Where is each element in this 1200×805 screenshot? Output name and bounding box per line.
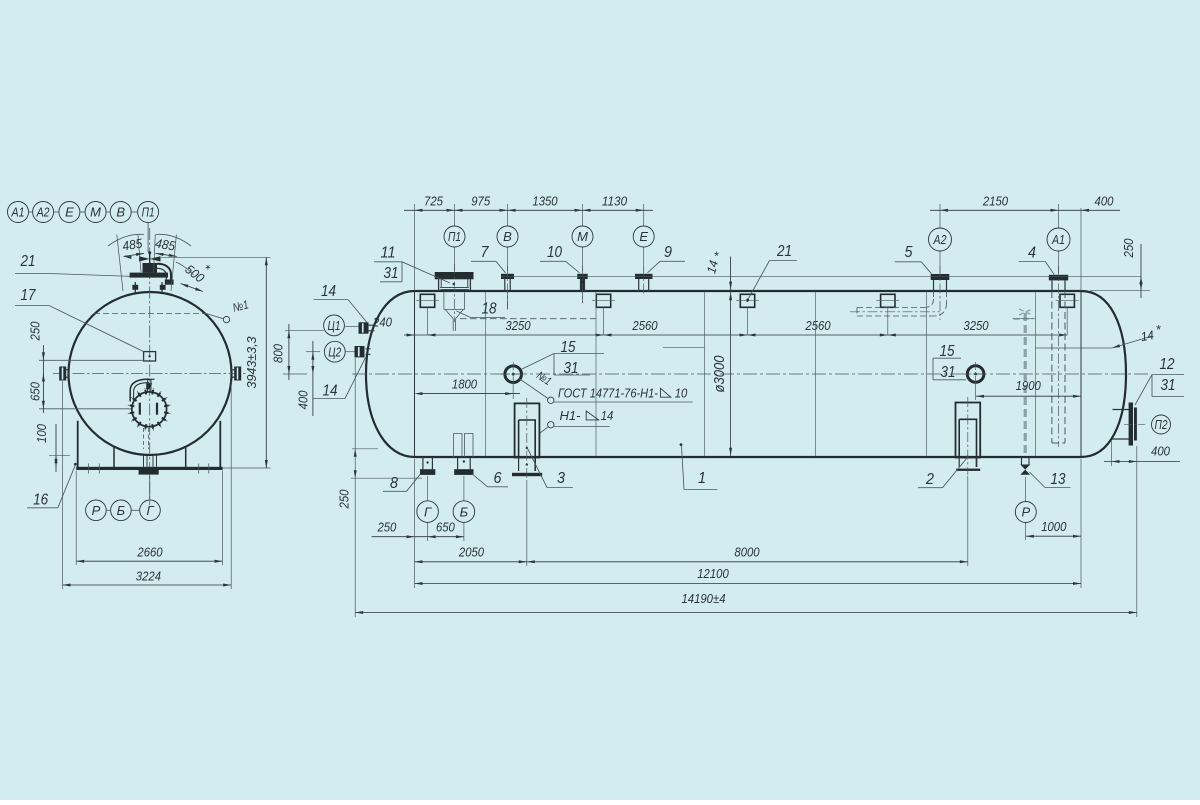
svg-text:725: 725	[424, 193, 444, 208]
svg-text:Ц2: Ц2	[328, 344, 342, 359]
svg-text:П1: П1	[448, 229, 461, 244]
svg-text:3224: 3224	[136, 569, 161, 584]
svg-text:15: 15	[940, 343, 955, 360]
svg-text:1900: 1900	[1016, 378, 1042, 393]
svg-text:1: 1	[698, 470, 706, 487]
svg-text:240: 240	[372, 315, 392, 330]
svg-text:18: 18	[482, 301, 497, 318]
svg-text:ø3000: ø3000	[712, 356, 728, 393]
svg-text:21: 21	[20, 253, 36, 270]
svg-text:Ц1: Ц1	[328, 318, 341, 333]
svg-text:31: 31	[564, 360, 579, 377]
svg-text:17: 17	[21, 287, 37, 304]
svg-text:Е: Е	[65, 205, 74, 220]
svg-text:250: 250	[377, 520, 397, 535]
svg-text:Н1-: Н1-	[560, 408, 582, 423]
svg-text:1800: 1800	[452, 377, 478, 392]
svg-text:2660: 2660	[137, 545, 164, 560]
svg-text:ГОСТ 14771-76-Н1-: ГОСТ 14771-76-Н1-	[558, 385, 659, 400]
svg-text:14: 14	[321, 283, 336, 300]
svg-text:М: М	[577, 229, 588, 244]
svg-text:485: 485	[121, 235, 144, 253]
svg-text:31: 31	[384, 265, 399, 282]
svg-text:А2: А2	[36, 205, 50, 220]
svg-text:975: 975	[471, 193, 491, 208]
svg-text:Г: Г	[424, 504, 432, 519]
svg-text:Е: Е	[639, 229, 648, 244]
svg-text:А1: А1	[1051, 232, 1065, 247]
svg-text:2150: 2150	[982, 193, 1009, 208]
svg-text:1000: 1000	[1041, 519, 1067, 534]
svg-text:10: 10	[675, 385, 688, 400]
svg-text:9: 9	[664, 244, 672, 261]
svg-text:А1: А1	[11, 205, 25, 220]
svg-text:7: 7	[481, 244, 490, 261]
svg-text:14: 14	[601, 408, 614, 423]
svg-text:10: 10	[547, 244, 562, 261]
svg-text:П2: П2	[1155, 417, 1169, 432]
svg-text:1350: 1350	[532, 193, 558, 208]
svg-text:3: 3	[557, 470, 565, 487]
svg-text:3250: 3250	[505, 318, 531, 333]
svg-text:400: 400	[1095, 193, 1115, 208]
svg-text:250: 250	[29, 321, 43, 341]
svg-text:Р: Р	[1021, 505, 1030, 520]
svg-text:М: М	[90, 205, 101, 220]
svg-text:11: 11	[381, 245, 396, 262]
svg-text:12100: 12100	[697, 566, 729, 581]
svg-text:485: 485	[154, 236, 177, 254]
svg-text:Б: Б	[117, 503, 126, 518]
svg-text:5: 5	[905, 244, 913, 261]
svg-text:31: 31	[941, 364, 956, 381]
svg-text:4: 4	[1028, 245, 1036, 262]
svg-text:2560: 2560	[632, 318, 659, 333]
svg-text:2: 2	[925, 471, 934, 488]
svg-text:650: 650	[436, 520, 456, 535]
svg-text:Г: Г	[146, 503, 154, 518]
svg-text:1130: 1130	[602, 193, 628, 208]
svg-text:14: 14	[323, 383, 338, 400]
svg-text:400: 400	[297, 390, 311, 409]
svg-text:6: 6	[494, 470, 502, 487]
svg-text:31: 31	[1161, 377, 1176, 394]
svg-text:21: 21	[776, 243, 792, 260]
svg-text:12: 12	[1160, 356, 1175, 373]
svg-text:В: В	[503, 229, 512, 244]
svg-text:650: 650	[29, 382, 43, 401]
svg-text:2050: 2050	[458, 544, 485, 559]
svg-text:16: 16	[33, 492, 48, 509]
svg-text:Б: Б	[460, 504, 469, 519]
svg-text:2560: 2560	[805, 318, 832, 333]
svg-text:400: 400	[1151, 444, 1171, 459]
svg-text:14190±4: 14190±4	[681, 591, 725, 606]
svg-text:3250: 3250	[963, 318, 989, 333]
svg-text:А2: А2	[933, 232, 947, 247]
svg-text:800: 800	[272, 344, 286, 363]
svg-text:П1: П1	[142, 205, 155, 220]
svg-text:250: 250	[338, 489, 352, 509]
svg-text:8000: 8000	[734, 544, 760, 559]
svg-text:100: 100	[35, 424, 49, 443]
svg-text:Р: Р	[92, 503, 101, 518]
svg-text:3943±3,3: 3943±3,3	[245, 336, 259, 388]
svg-text:8: 8	[390, 475, 398, 492]
svg-text:250: 250	[1122, 238, 1136, 258]
svg-text:13: 13	[1051, 471, 1066, 488]
svg-text:В: В	[116, 205, 125, 220]
svg-text:14: 14	[1140, 328, 1155, 344]
